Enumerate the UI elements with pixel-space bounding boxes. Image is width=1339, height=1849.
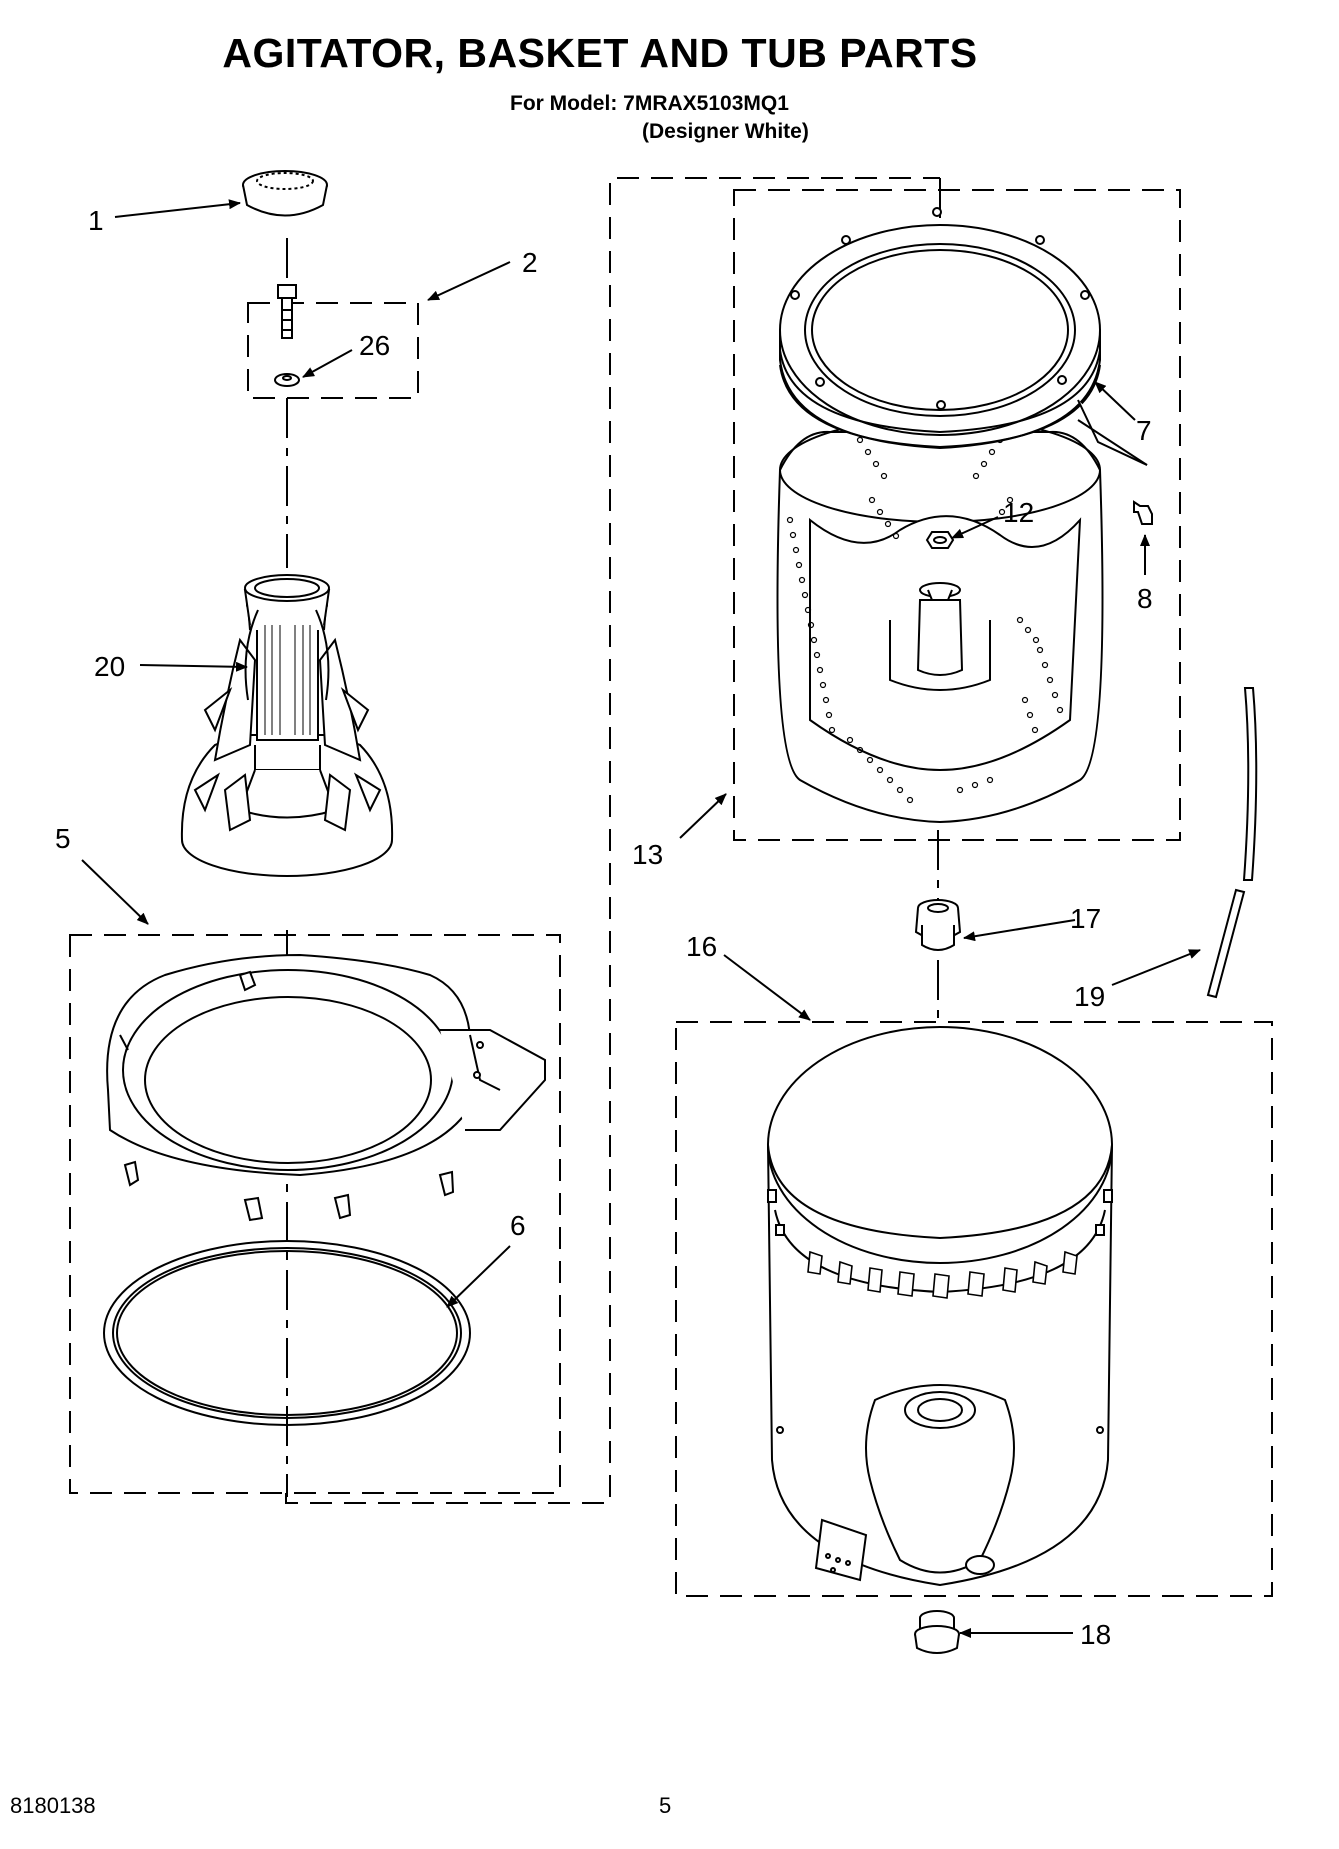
part-13-basket <box>776 417 1104 824</box>
connector-path <box>285 177 940 1504</box>
callout-2: 2 <box>522 247 538 278</box>
callout-5: 5 <box>55 823 71 854</box>
page-title: AGITATOR, BASKET AND TUB PARTS <box>222 30 978 76</box>
basket-perforations <box>786 436 1064 804</box>
page-number: 5 <box>659 1793 672 1818</box>
callout-8: 8 <box>1137 583 1153 614</box>
part-1-agitator-cap <box>242 170 328 217</box>
callout-20: 20 <box>94 651 125 682</box>
group-box-13 <box>733 189 1181 841</box>
callout-12: 12 <box>1003 497 1034 528</box>
doc-number: 8180138 <box>10 1793 96 1818</box>
part-8-clip <box>1077 399 1153 525</box>
callout-arrows <box>81 199 1201 1638</box>
callout-26: 26 <box>359 330 390 361</box>
group-box-5 <box>69 934 561 1494</box>
callout-1: 1 <box>88 205 104 236</box>
callout-16: 16 <box>686 931 717 962</box>
part-19-hose <box>1206 687 1258 999</box>
callout-17: 17 <box>1070 903 1101 934</box>
callout-19: 19 <box>1074 981 1105 1012</box>
callout-13: 13 <box>632 839 663 870</box>
part-16-outer-tub <box>766 1026 1114 1587</box>
part-18-plug <box>914 1610 960 1654</box>
callout-6: 6 <box>510 1210 526 1241</box>
part-7-basket-ring <box>779 207 1101 450</box>
variant-line: (Designer White) <box>642 120 809 143</box>
part-26-bolt <box>274 284 300 387</box>
part-17-hub <box>914 899 962 951</box>
callout-18: 18 <box>1080 1619 1111 1650</box>
group-box-2 <box>247 302 419 399</box>
part-6-seal-ring <box>103 1240 471 1426</box>
group-box-16 <box>675 1021 1273 1597</box>
part-20-agitator <box>180 574 394 877</box>
model-line: For Model: 7MRAX5103MQ1 <box>510 92 789 115</box>
part-5-tub-ring <box>106 953 546 1222</box>
callout-7: 7 <box>1136 415 1152 446</box>
